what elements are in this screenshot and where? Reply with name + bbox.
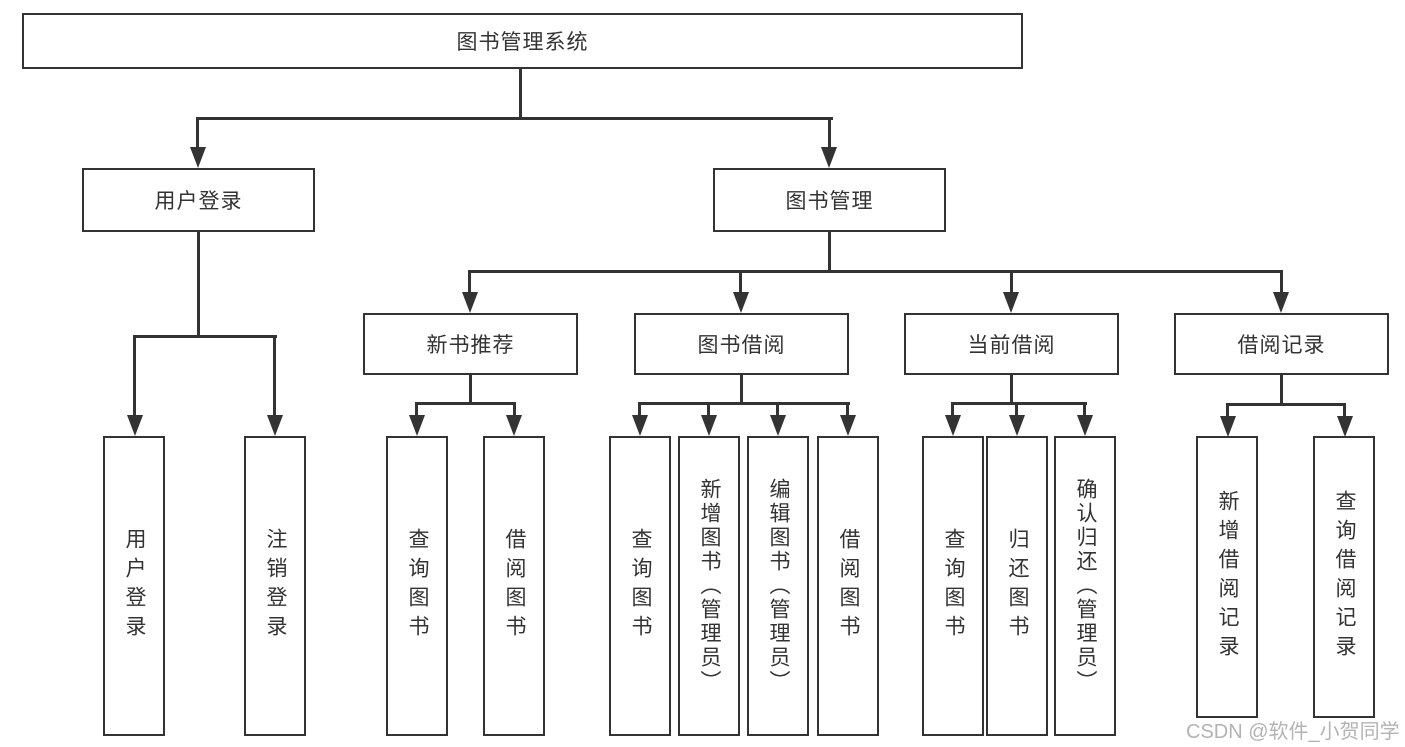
connector-line-v: [1343, 403, 1346, 416]
connector-line-v: [513, 402, 516, 416]
leaf-query-books-current: 查询图书: [922, 436, 984, 736]
connector-line-v: [846, 402, 849, 416]
connector-line-v: [519, 69, 522, 118]
node-label: 图书管理系统: [456, 31, 589, 54]
node-current-borrowing: 当前借阅: [904, 313, 1119, 375]
connector-line-h: [1226, 403, 1346, 406]
connector-line-h: [196, 117, 833, 120]
arrow-down-icon: [1273, 292, 1289, 313]
connector-line-v: [1010, 270, 1013, 293]
arrow-down-icon: [190, 147, 206, 168]
arrow-down-icon: [1077, 415, 1093, 436]
connector-line-v: [1015, 402, 1018, 416]
connector-line-v: [273, 335, 276, 416]
node-label: 图书管理: [785, 190, 874, 213]
leaf-label: 确认归还（管理员）: [1074, 478, 1097, 694]
connector-line-v: [1010, 375, 1013, 405]
leaf-label: 查询图书: [942, 528, 965, 644]
leaf-label: 用户登录: [123, 528, 146, 644]
arrow-down-icon: [267, 415, 283, 436]
leaf-user-login: 用户登录: [103, 436, 165, 736]
leaf-label: 查询图书: [406, 528, 429, 644]
leaf-label: 新增图书（管理员）: [698, 478, 721, 694]
leaf-return-books: 归还图书: [986, 436, 1048, 736]
connector-line-v: [740, 375, 743, 405]
leaf-logout-login: 注销登录: [244, 436, 306, 736]
connector-line-v: [197, 232, 200, 338]
arrow-down-icon: [1003, 292, 1019, 313]
arrow-down-icon: [462, 292, 478, 313]
arrow-down-icon: [945, 415, 961, 436]
node-borrowing-records: 借阅记录: [1174, 313, 1389, 375]
csdn-watermark: CSDN @软件_小贺同学: [1186, 721, 1400, 743]
connector-line-h: [133, 335, 277, 338]
node-label: 当前借阅: [967, 334, 1056, 357]
node-label: 图书借阅: [697, 334, 786, 357]
node-label: 用户登录: [154, 190, 243, 213]
node-user-login: 用户登录: [82, 168, 315, 232]
leaf-label: 借阅图书: [503, 528, 526, 644]
leaf-borrow-books-recommend: 借阅图书: [483, 436, 545, 736]
connector-line-v: [828, 117, 831, 148]
node-book-management: 图书管理: [713, 168, 946, 232]
arrow-down-icon: [506, 415, 522, 436]
connector-line-v: [133, 335, 136, 416]
node-new-book-recommend: 新书推荐: [363, 313, 578, 375]
leaf-label: 归还图书: [1006, 528, 1029, 644]
arrow-down-icon: [840, 415, 856, 436]
connector-line-v: [638, 402, 641, 416]
arrow-down-icon: [701, 415, 717, 436]
arrow-down-icon: [1220, 416, 1236, 437]
connector-line-v: [196, 117, 199, 148]
leaf-add-books-admin: 新增图书（管理员）: [678, 436, 740, 736]
leaf-query-books-borrowing: 查询图书: [609, 436, 671, 736]
leaf-label: 查询图书: [629, 528, 652, 644]
connector-line-h: [468, 270, 1283, 273]
connector-line-v: [828, 232, 831, 273]
arrow-down-icon: [1009, 415, 1025, 436]
leaf-label: 注销登录: [264, 528, 287, 644]
arrow-down-icon: [733, 292, 749, 313]
leaf-label: 借阅图书: [837, 528, 860, 644]
leaf-query-books-recommend: 查询图书: [386, 436, 448, 736]
connector-line-h: [415, 402, 516, 405]
leaf-borrow-books: 借阅图书: [817, 436, 879, 736]
connector-line-v: [468, 270, 471, 293]
leaf-add-borrow-record: 新增借阅记录: [1196, 436, 1258, 718]
connector-line-v: [707, 402, 710, 416]
arrow-down-icon: [821, 147, 837, 168]
connector-line-v: [469, 375, 472, 405]
leaf-confirm-return-admin: 确认归还（管理员）: [1054, 436, 1116, 736]
leaf-edit-books-admin: 编辑图书（管理员）: [747, 436, 809, 736]
leaf-label: 编辑图书（管理员）: [767, 478, 790, 694]
connector-line-h: [638, 402, 850, 405]
connector-line-v: [1280, 270, 1283, 293]
node-root-library-system: 图书管理系统: [22, 13, 1023, 69]
connector-line-v: [1083, 402, 1086, 416]
node-book-borrowing: 图书借阅: [634, 313, 849, 375]
arrow-down-icon: [1337, 416, 1353, 437]
connector-line-v: [1280, 375, 1283, 406]
connector-line-h: [951, 402, 1087, 405]
leaf-label: 查询借阅记录: [1333, 490, 1356, 664]
connector-line-v: [1226, 403, 1229, 416]
connector-line-v: [776, 402, 779, 416]
connector-line-v: [951, 402, 954, 416]
connector-line-v: [739, 270, 742, 293]
node-label: 借阅记录: [1237, 334, 1326, 357]
arrow-down-icon: [409, 415, 425, 436]
arrow-down-icon: [632, 415, 648, 436]
connector-line-v: [415, 402, 418, 416]
arrow-down-icon: [770, 415, 786, 436]
leaf-query-borrow-record: 查询借阅记录: [1313, 436, 1375, 718]
node-label: 新书推荐: [426, 334, 515, 357]
arrow-down-icon: [127, 415, 143, 436]
leaf-label: 新增借阅记录: [1216, 490, 1239, 664]
